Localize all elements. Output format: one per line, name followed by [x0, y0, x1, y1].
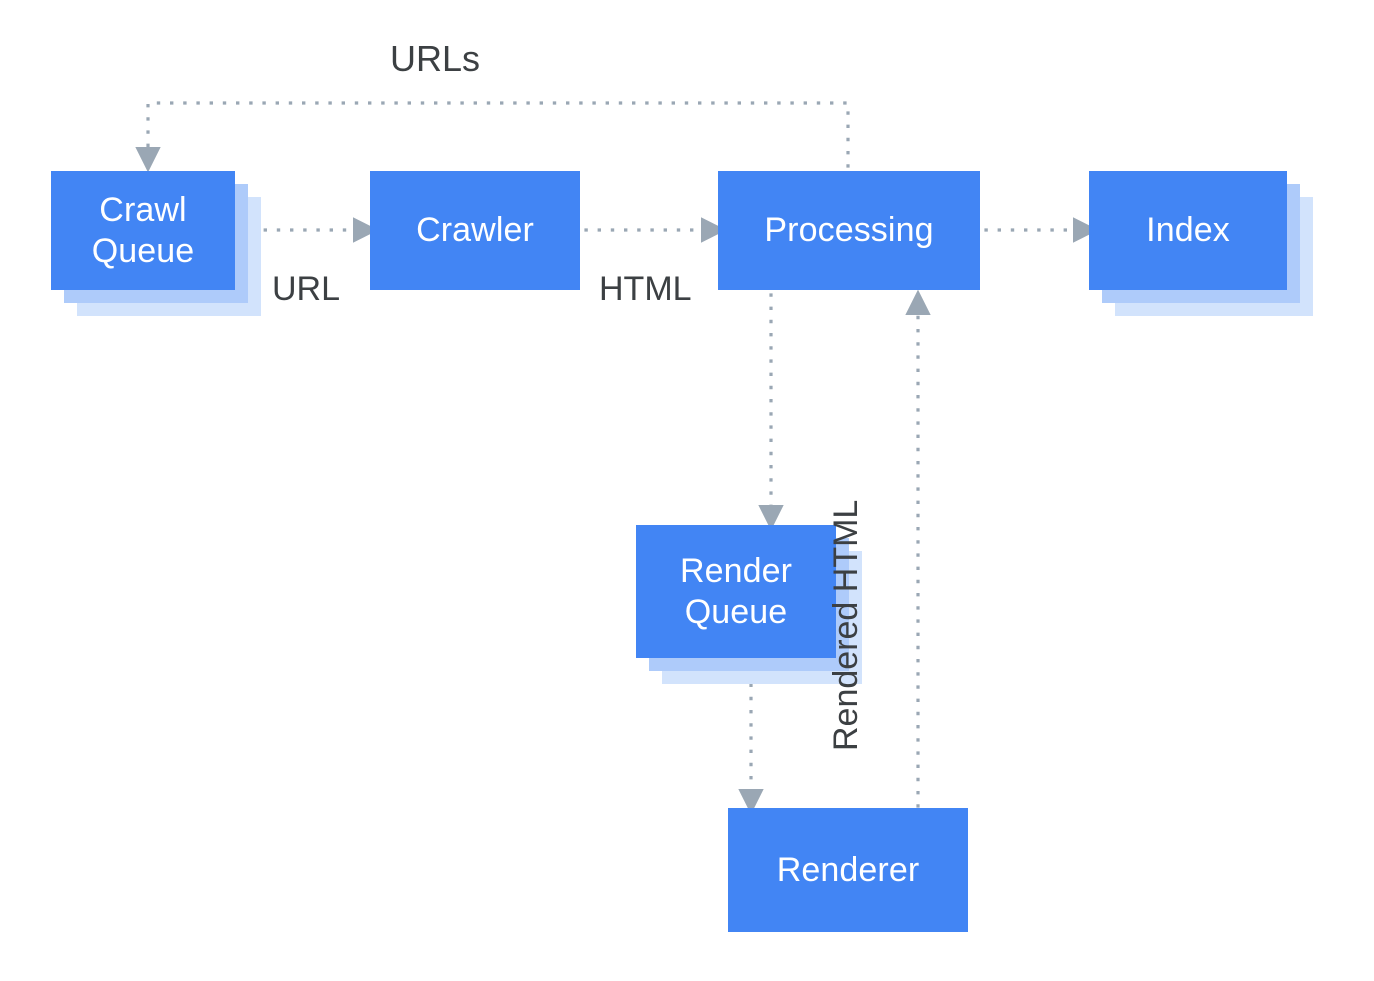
node-crawler[interactable]: Crawler	[370, 171, 580, 290]
node-render-queue-label: Render Queue	[679, 552, 793, 631]
render-queue-face	[636, 525, 836, 658]
edge-label-url: URL	[272, 270, 341, 308]
node-crawl-queue-label: Crawl Queue	[91, 191, 195, 270]
index-face	[1089, 171, 1287, 290]
crawl-queue-face	[51, 171, 235, 290]
edge-processing-to-crawl-queue	[135, 101, 850, 173]
node-crawl-queue[interactable]: Crawl Queue	[51, 171, 261, 316]
node-processing[interactable]: Processing	[718, 171, 980, 290]
node-renderer[interactable]: Renderer	[728, 808, 968, 932]
node-processing-label: Processing	[764, 211, 934, 250]
edge-label-rendered-html: Rendered HTML	[827, 499, 865, 751]
node-renderer-label: Renderer	[776, 850, 920, 889]
edge-label-urls: URLs	[390, 38, 481, 79]
node-index[interactable]: Index	[1089, 171, 1313, 316]
node-index-label: Index	[1146, 211, 1230, 250]
node-crawler-label: Crawler	[416, 211, 534, 250]
edge-label-html: HTML	[599, 270, 692, 308]
node-render-queue[interactable]: Render Queue	[636, 525, 862, 684]
